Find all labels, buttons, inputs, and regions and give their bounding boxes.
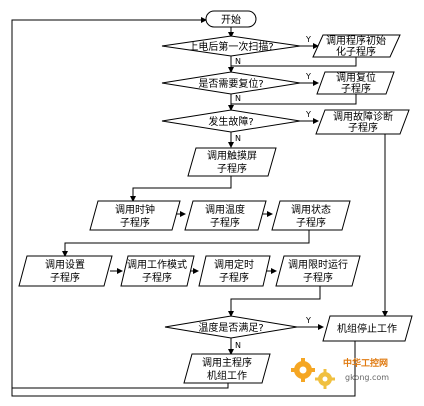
watermark-brand: 中华工控网 <box>343 357 388 369</box>
process-temp-line2: 子程序 <box>210 216 240 229</box>
process-temp-line1: 调用温度 <box>205 203 245 216</box>
process-init-line1: 调用程序初始 <box>326 34 386 47</box>
process-reset-line1: 调用复位 <box>336 71 376 84</box>
process-workmode: 调用工作模式 子程序 <box>120 255 195 287</box>
process-timer: 调用定时 子程序 <box>198 255 271 287</box>
process-stop-label: 机组停止工作 <box>337 322 397 335</box>
process-clock-line2: 子程序 <box>120 216 150 229</box>
process-init-line2: 化子程序 <box>336 45 376 58</box>
decision-need-reset: 是否需要复位? <box>161 71 301 95</box>
decision-fault: 发生故障? <box>161 109 301 133</box>
process-settings: 调用设置 子程序 <box>18 255 113 287</box>
process-diag-line2: 子程序 <box>348 121 378 134</box>
decision-fault-label: 发生故障? <box>208 115 253 128</box>
process-temp: 调用温度 子程序 <box>184 200 267 231</box>
process-reset-line2: 子程序 <box>341 82 371 95</box>
branch-labels: Y N Y N Y N Y N <box>235 35 311 350</box>
process-status-line2: 子程序 <box>296 216 326 229</box>
process-diag: 调用故障诊断 子程序 <box>315 109 410 135</box>
process-workmode-line2: 子程序 <box>142 271 172 284</box>
process-workmode-line1: 调用工作模式 <box>127 258 187 271</box>
process-settings-line1: 调用设置 <box>45 259 85 271</box>
decision-first-scan: 上电后第一次扫描? <box>161 35 301 57</box>
label-n-fault: N <box>235 134 241 143</box>
process-diag-line1: 调用故障诊断 <box>333 110 393 123</box>
process-status-line1: 调用状态 <box>291 203 331 216</box>
process-touch: 调用触摸屏 子程序 <box>187 147 277 177</box>
gear-icon <box>291 358 315 382</box>
gear-icon <box>315 369 335 389</box>
label-y-first-scan: Y <box>305 35 311 44</box>
decision-temp-ok-label: 温度是否满足? <box>198 321 263 334</box>
process-main: 调用主程序 机组工作 <box>183 353 271 384</box>
start-terminal: 开始 <box>205 10 257 28</box>
process-clock: 调用时钟 子程序 <box>89 200 181 231</box>
label-n-need-reset: N <box>235 94 241 103</box>
process-init: 调用程序初始 化子程序 <box>312 34 401 58</box>
decision-temp-ok: 温度是否满足? <box>164 315 298 339</box>
decision-need-reset-label: 是否需要复位? <box>198 77 263 90</box>
process-touch-line2: 子程序 <box>217 162 247 175</box>
label-n-temp-ok: N <box>235 341 241 350</box>
watermark-site: gkong.com <box>345 373 389 382</box>
process-main-line2: 机组工作 <box>207 369 247 382</box>
process-timer-line2: 子程序 <box>219 271 249 284</box>
process-main-line1: 调用主程序 <box>202 356 252 369</box>
watermark: 中华工控网 gkong.com <box>291 357 389 389</box>
label-y-fault: Y <box>305 110 311 119</box>
decision-first-scan-label: 上电后第一次扫描? <box>188 40 273 53</box>
connectors <box>11 17 388 397</box>
process-limit: 调用限时运行 子程序 <box>275 255 361 287</box>
process-limit-line1: 调用限时运行 <box>288 258 348 271</box>
process-timer-line1: 调用定时 <box>214 258 254 271</box>
process-touch-line1: 调用触摸屏 <box>207 149 257 162</box>
process-status: 调用状态 子程序 <box>271 200 351 231</box>
start-label: 开始 <box>221 13 241 26</box>
process-settings-line2: 子程序 <box>50 271 80 284</box>
process-clock-line1: 调用时钟 <box>115 203 155 216</box>
process-limit-line2: 子程序 <box>303 271 333 284</box>
process-reset: 调用复位 子程序 <box>316 71 395 95</box>
label-y-need-reset: Y <box>305 72 311 81</box>
label-y-temp-ok: Y <box>305 316 311 325</box>
label-n-first-scan: N <box>235 57 241 66</box>
process-stop: 机组停止工作 <box>322 315 413 342</box>
